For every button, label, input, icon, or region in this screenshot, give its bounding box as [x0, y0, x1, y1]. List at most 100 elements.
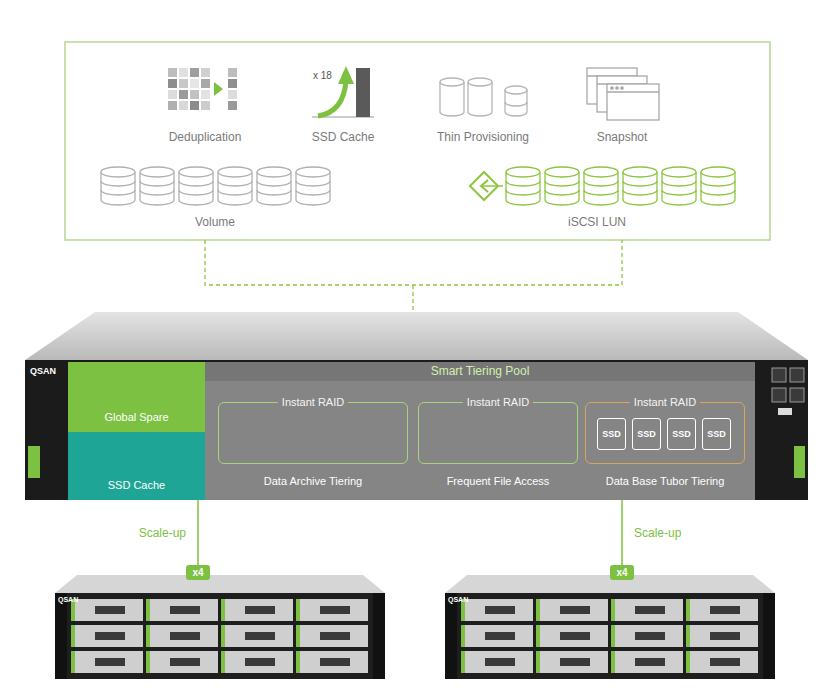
- raid-group: Instant RAIDData Archive Tiering: [218, 402, 408, 464]
- volume-icon-part: [101, 167, 135, 205]
- dashed-link: [205, 240, 622, 312]
- ssd-text: SSD: [633, 419, 660, 449]
- iscsi-lun-icon-part: [623, 167, 657, 205]
- dedup-icon-part: [228, 101, 237, 110]
- spare-box: Global Spare: [68, 362, 205, 432]
- snapshot-icon-part: [607, 84, 659, 120]
- edge-label: Scale-up: [137, 526, 188, 540]
- factor-label: x 18: [313, 70, 332, 81]
- feature-label: Snapshot: [597, 130, 648, 144]
- server-chassis-part: [28, 446, 40, 478]
- thin-provisioning-icon-part: [468, 82, 492, 116]
- brand-logo: QSAN: [58, 596, 78, 603]
- dedup-icon-part: [228, 68, 237, 77]
- ssd-box: SSD: [632, 418, 661, 450]
- dedup-icon-part: [190, 101, 199, 110]
- thin-provisioning-icon-part: [505, 86, 527, 94]
- pool-ground-part: [205, 362, 755, 500]
- brand-logo: QSAN: [448, 596, 468, 603]
- dedup-icon-part: [201, 90, 210, 99]
- snapshot-icon: [587, 68, 659, 120]
- ssd-text: SSD: [703, 419, 730, 449]
- dedup-icon: [168, 68, 237, 110]
- ssd-cache-icon: [312, 66, 374, 117]
- dedup-icon-part: [190, 79, 199, 88]
- expansion-enclosure: [55, 575, 775, 679]
- ssd-box: SSD: [667, 418, 696, 450]
- brand-logo: QSAN: [30, 366, 56, 376]
- pool-ground: [205, 362, 755, 500]
- feature-label: Thin Provisioning: [437, 130, 529, 144]
- dedup-icon-part: [201, 79, 210, 88]
- tier-name: Frequent File Access: [447, 474, 550, 488]
- count-badge: x4: [610, 565, 634, 580]
- server-chassis-part: [778, 408, 792, 415]
- scale-link: [197, 500, 199, 565]
- dedup-icon-part: [179, 79, 188, 88]
- raid-group: Instant RAIDFrequent File Access: [418, 402, 578, 464]
- ssd-text: SSD: [668, 419, 695, 449]
- group-title: Instant RAID: [278, 395, 348, 409]
- feature-frame: [65, 42, 770, 240]
- tier-name: Data Archive Tiering: [264, 474, 362, 488]
- expansion-enclosure-part: [445, 575, 775, 679]
- badge-text: x4: [186, 565, 210, 580]
- scale-link: [621, 500, 623, 565]
- ssd-box: SSD: [597, 418, 626, 450]
- iscsi-lun-icon-part: [506, 167, 540, 205]
- pool-panel: Smart Tiering PoolInstant RAIDData Archi…: [205, 362, 755, 500]
- feature-label: iSCSI LUN: [568, 215, 626, 229]
- raid-group: Instant RAIDData Base Tubor TieringSSDSS…: [585, 402, 745, 464]
- volume-icon-part: [140, 167, 174, 205]
- thin-provisioning-icon-part: [468, 78, 492, 86]
- edge-label: Scale-up: [632, 526, 683, 540]
- dedup-icon-part: [179, 101, 188, 110]
- server-chassis-part: [790, 368, 804, 382]
- ssd-text: SSD: [598, 419, 625, 449]
- thin-provisioning-icon-part: [440, 82, 464, 116]
- group-title: Instant RAID: [463, 395, 533, 409]
- dedup-icon-part: [168, 90, 177, 99]
- badge-text: x4: [610, 565, 634, 580]
- feature-label: SSD Cache: [312, 130, 375, 144]
- dedup-icon-part: [179, 68, 188, 77]
- snapshot-icon-part: [621, 87, 623, 89]
- iscsi-lun-icon-part: [662, 167, 696, 205]
- cache-box: SSD Cache: [68, 432, 205, 500]
- server-chassis-part: [25, 360, 808, 500]
- count-badge: x4: [186, 565, 210, 580]
- box-title: Global Spare: [68, 411, 205, 423]
- volume-icon-part: [296, 167, 330, 205]
- snapshot-icon-part: [616, 87, 618, 89]
- thin-provisioning-icon-part: [505, 102, 527, 106]
- ssd-cache-icon-part: [318, 80, 346, 116]
- server-chassis: [25, 312, 808, 500]
- iscsi-lun-icon-part: [701, 167, 735, 205]
- expansion-enclosure-part: [55, 575, 385, 679]
- thin-provisioning-icon: [440, 78, 527, 116]
- volume-icon-part: [179, 167, 213, 205]
- box-title: SSD Cache: [68, 479, 205, 491]
- server-chassis-part: [790, 388, 804, 402]
- server-chassis-part: [772, 388, 786, 402]
- dedup-icon-part: [168, 79, 177, 88]
- iscsi-lun-icon: [470, 167, 735, 205]
- thin-provisioning-icon-part: [440, 78, 464, 86]
- dedup-icon-part: [168, 101, 177, 110]
- volume-icon-part: [218, 167, 252, 205]
- iscsi-lun-icon-part: [545, 167, 579, 205]
- iscsi-lun-icon-part: [481, 185, 503, 187]
- ssd-cache-icon-part: [338, 66, 354, 84]
- feature-label: Volume: [195, 215, 235, 229]
- panel-title: Smart Tiering Pool: [205, 362, 755, 381]
- volume-icon-part: [257, 167, 291, 205]
- group-title: Instant RAID: [630, 395, 700, 409]
- iscsi-lun-icon-part: [584, 167, 618, 205]
- dedup-icon-part: [228, 79, 237, 88]
- dedup-icon-part: [201, 68, 210, 77]
- dedup-icon-part: [168, 68, 177, 77]
